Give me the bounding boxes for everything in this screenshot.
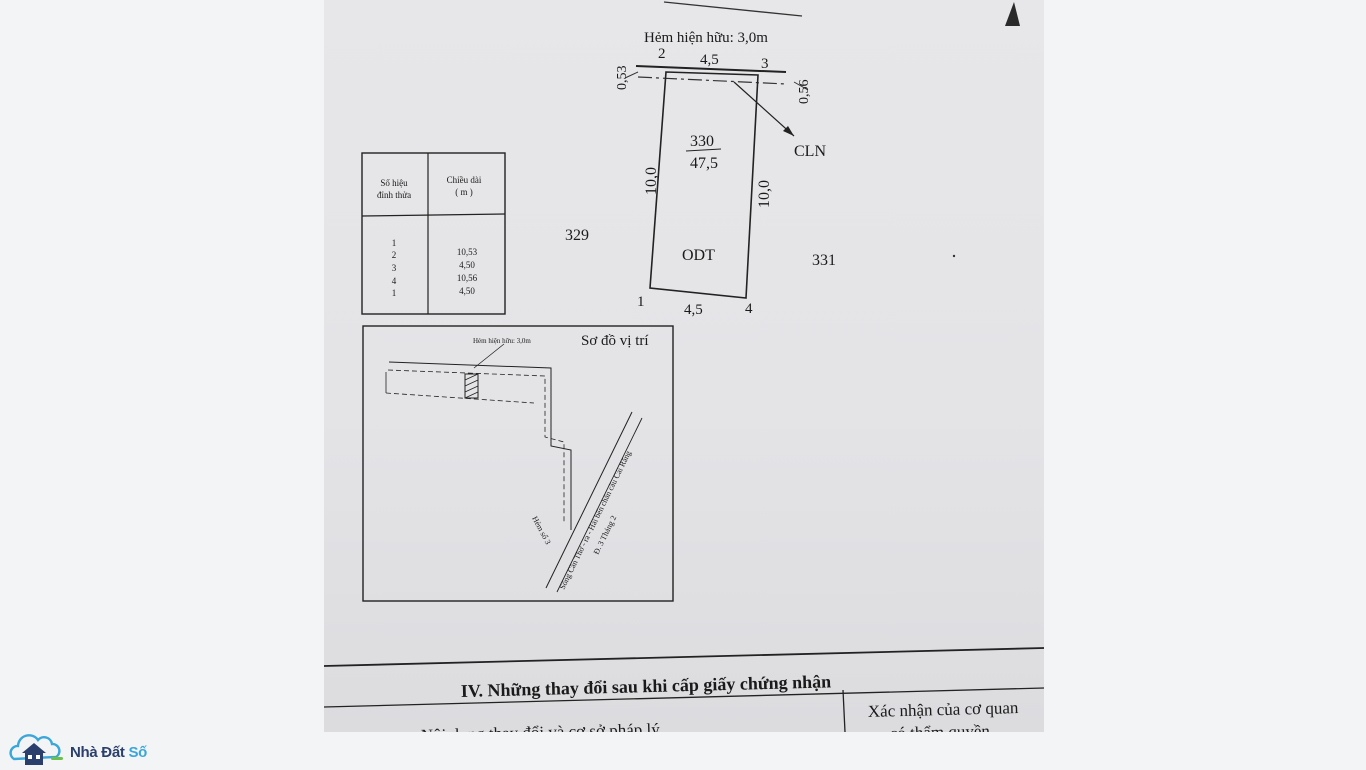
- header-length-line1: Chiều dài: [447, 175, 482, 185]
- neighbor-parcel-left: 329: [565, 227, 589, 244]
- vertex-cell: 3: [392, 263, 397, 273]
- header-length-line2: ( m ): [455, 187, 473, 197]
- edge-right-length: 10,0: [756, 180, 773, 208]
- river-label: Sông Cần Thơ - ra - Hải bến chân cầu Cái…: [558, 449, 633, 591]
- header-vertex-line2: đỉnh thửa: [377, 190, 411, 200]
- house-cloud-icon: [6, 731, 66, 770]
- vertex-cell: 2: [392, 250, 397, 260]
- location-map-title: Sơ đồ vị trí: [581, 333, 649, 349]
- length-cell: 4,50: [459, 286, 475, 296]
- section-iv-title: IV. Những thay đổi sau khi cấp giấy chứn…: [461, 671, 832, 701]
- offset-right: 0,56: [797, 80, 812, 105]
- brand-name-part1: Nhà Đất: [70, 743, 125, 761]
- location-map: Sơ đồ vị trí Hẻm hiện hữu: 3,0m Sông Cần…: [362, 325, 674, 602]
- parcel-area: 47,5: [690, 155, 718, 172]
- north-arrow-icon: [1005, 2, 1020, 26]
- section-iv-confirm-line1: Xác nhận của cơ quan: [868, 698, 1020, 721]
- section-iv-confirm-line2: có thẩm quyền: [890, 721, 991, 732]
- corner-4: 4: [745, 301, 753, 317]
- offset-left: 0,53: [615, 66, 630, 91]
- header-vertex-line1: Số hiệu: [380, 178, 408, 188]
- road-label: Hẻm hiện hữu: 3,0m: [644, 30, 768, 46]
- neighbor-parcel-right: 331: [812, 252, 836, 269]
- vertex-cell: 1: [392, 238, 397, 248]
- section-iv-change-column: Nội dung thay đổi và cơ sở pháp lý: [421, 720, 661, 732]
- land-use-code: ODT: [682, 247, 715, 264]
- corner-1: 1: [637, 294, 645, 310]
- vertex-cell: 4: [392, 276, 397, 286]
- brand-name: Nhà Đất Số: [70, 744, 147, 761]
- alley-3-label: Hẻm số 3: [530, 515, 552, 546]
- length-cell: 4,50: [459, 260, 475, 270]
- length-cell: 10,56: [457, 273, 478, 283]
- location-alley-label: Hẻm hiện hữu: 3,0m: [473, 337, 531, 345]
- brand-name-part2: Số: [128, 743, 148, 761]
- edge-top-length: 4,5: [700, 52, 719, 68]
- length-cell: 10,53: [457, 247, 478, 257]
- cln-label: CLN: [794, 143, 826, 160]
- brand-logo: Nhà Đất Số: [6, 732, 206, 768]
- edge-left-length: 10,0: [643, 167, 660, 195]
- corner-2: 2: [658, 46, 666, 62]
- section-iv: IV. Những thay đổi sau khi cấp giấy chứn…: [324, 647, 1044, 732]
- edge-bottom-length: 4,5: [684, 302, 703, 318]
- document-photo: Hẻm hiện hữu: 3,0m 2 4,5 3 0,53 0,56 330…: [324, 0, 1044, 732]
- corner-3: 3: [761, 56, 769, 72]
- vertex-length-table: Số hiệu đỉnh thửa Chiều dài ( m ) 1 2 3 …: [361, 152, 506, 315]
- vertex-cell: 1: [392, 288, 397, 298]
- land-certificate-drawing: Hẻm hiện hữu: 3,0m 2 4,5 3 0,53 0,56 330…: [324, 1, 1044, 732]
- parcel-number: 330: [690, 133, 714, 150]
